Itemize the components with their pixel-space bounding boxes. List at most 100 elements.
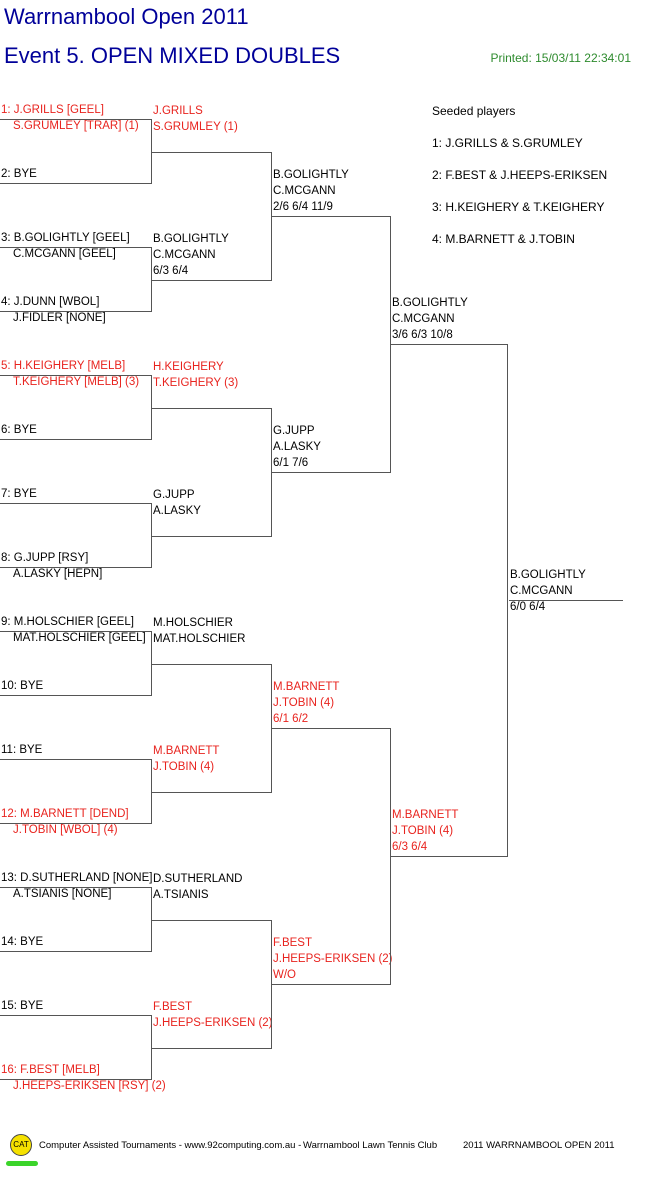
draw-entry-text: 14: BYE bbox=[1, 936, 44, 948]
match-result-text: J.TOBIN (4) bbox=[392, 825, 454, 837]
bracket-line bbox=[0, 951, 152, 952]
match-result-text: B.GOLIGHTLY bbox=[153, 233, 229, 245]
seed-entry: 3: H.KEIGHERY & T.KEIGHERY bbox=[432, 200, 605, 214]
match-result-text: B.GOLIGHTLY bbox=[392, 297, 468, 309]
bracket-connector bbox=[151, 631, 152, 696]
winner-text: 6/0 6/4 bbox=[510, 601, 546, 613]
bracket-line bbox=[0, 695, 152, 696]
bracket-line bbox=[152, 1048, 272, 1049]
bracket-line bbox=[152, 280, 272, 281]
match-result-text: B.GOLIGHTLY bbox=[273, 169, 349, 181]
draw-entry-text: 16: F.BEST [MELB] bbox=[1, 1064, 100, 1076]
draw-entry-text: C.MCGANN [GEEL] bbox=[13, 248, 116, 260]
bracket-line bbox=[0, 1015, 152, 1016]
match-result-text: M.BARNETT bbox=[153, 745, 220, 757]
draw-entry-text: J.TOBIN [WBOL] (4) bbox=[13, 824, 118, 836]
bracket-connector bbox=[151, 375, 152, 440]
match-result-text: M.BARNETT bbox=[392, 809, 459, 821]
draw-entry-text: A.LASKY [HEPN] bbox=[13, 568, 103, 580]
bracket-line bbox=[0, 503, 152, 504]
match-result-text: 6/1 6/2 bbox=[273, 713, 309, 725]
bracket-line bbox=[152, 920, 272, 921]
draw-entry-text: 15: BYE bbox=[1, 1000, 44, 1012]
bracket-connector bbox=[507, 344, 508, 857]
bracket-line bbox=[0, 183, 152, 184]
match-result-text: J.HEEPS-ERIKSEN (2) bbox=[153, 1017, 273, 1029]
draw-entry-text: 2: BYE bbox=[1, 168, 37, 180]
match-result-text: 3/6 6/3 10/8 bbox=[392, 329, 453, 341]
draw-entry-text: A.TSIANIS [NONE] bbox=[13, 888, 112, 900]
footer-credit: Computer Assisted Tournaments - www.92co… bbox=[39, 1140, 302, 1151]
bracket-line bbox=[152, 408, 272, 409]
winner-text: B.GOLIGHTLY bbox=[510, 569, 586, 581]
bracket-connector bbox=[390, 728, 391, 985]
bracket-line bbox=[0, 887, 152, 888]
match-result-text: 6/1 7/6 bbox=[273, 457, 309, 469]
match-result-text: W/O bbox=[273, 969, 296, 981]
match-result-text: 2/6 6/4 11/9 bbox=[273, 201, 333, 213]
bracket-line bbox=[0, 375, 152, 376]
bracket-line bbox=[0, 823, 152, 824]
bracket-line bbox=[0, 1079, 152, 1080]
bracket-line bbox=[152, 536, 272, 537]
bracket-line bbox=[152, 664, 272, 665]
draw-entry-text: 11: BYE bbox=[1, 744, 43, 756]
footer-club: Warrnambool Lawn Tennis Club bbox=[303, 1140, 438, 1151]
seed-entry: 4: M.BARNETT & J.TOBIN bbox=[432, 232, 575, 246]
bracket-line bbox=[391, 856, 508, 857]
bracket-line bbox=[391, 344, 508, 345]
footer-event: 2011 WARRNAMBOOL OPEN 2011 bbox=[463, 1140, 615, 1151]
match-result-text: J.TOBIN (4) bbox=[153, 761, 215, 773]
draw-entry-text: S.GRUMLEY [TRAR] (1) bbox=[13, 120, 139, 132]
cat-logo-icon: CAT bbox=[10, 1134, 32, 1156]
draw-entry-text: T.KEIGHERY [MELB] (3) bbox=[13, 376, 140, 388]
winner-text: C.MCGANN bbox=[510, 585, 573, 597]
match-result-text: D.SUTHERLAND bbox=[153, 873, 243, 885]
tournament-title: Warrnambool Open 2011 bbox=[4, 4, 249, 29]
match-result-text: MAT.HOLSCHIER bbox=[153, 633, 246, 645]
match-result-text: M.HOLSCHIER bbox=[153, 617, 233, 629]
match-result-text: C.MCGANN bbox=[392, 313, 455, 325]
bracket-line bbox=[0, 631, 152, 632]
bracket-connector bbox=[271, 408, 272, 537]
draw-entry-text: 13: D.SUTHERLAND [NONE] bbox=[1, 872, 153, 884]
match-result-text: A.TSIANIS bbox=[153, 889, 209, 901]
bracket-connector bbox=[271, 920, 272, 1049]
logo-underline bbox=[6, 1161, 38, 1166]
bracket-line bbox=[272, 984, 391, 985]
bracket-connector bbox=[151, 247, 152, 312]
match-result-text: C.MCGANN bbox=[273, 185, 336, 197]
match-result-text: F.BEST bbox=[153, 1001, 192, 1013]
bracket-line bbox=[0, 439, 152, 440]
bracket-connector bbox=[151, 503, 152, 568]
match-result-text: G.JUPP bbox=[153, 489, 195, 501]
seed-entry: 2: F.BEST & J.HEEPS-ERIKSEN bbox=[432, 168, 608, 182]
match-result-text: H.KEIGHERY bbox=[153, 361, 224, 373]
match-result-text: 6/3 6/4 bbox=[392, 841, 428, 853]
draw-entry-text: J.HEEPS-ERIKSEN [RSY] (2) bbox=[13, 1080, 166, 1092]
bracket-line bbox=[0, 759, 152, 760]
bracket-connector bbox=[151, 759, 152, 824]
match-result-text: S.GRUMLEY (1) bbox=[153, 121, 238, 133]
match-result-text: J.HEEPS-ERIKSEN (2) bbox=[273, 953, 393, 965]
draw-entry-text: 8: G.JUPP [RSY] bbox=[1, 552, 89, 564]
bracket-line bbox=[0, 311, 152, 312]
draw-entry-text: J.FIDLER [NONE] bbox=[13, 312, 106, 324]
match-result-text: J.GRILLS bbox=[153, 105, 203, 117]
draw-entry-text: 4: J.DUNN [WBOL] bbox=[1, 296, 100, 308]
event-title: Event 5. OPEN MIXED DOUBLES bbox=[4, 43, 341, 68]
draw-entry-text: 5: H.KEIGHERY [MELB] bbox=[1, 360, 126, 372]
seed-entry: 1: J.GRILLS & S.GRUMLEY bbox=[432, 136, 583, 150]
draw-entry-text: 1: J.GRILLS [GEEL] bbox=[1, 104, 104, 116]
match-result-text: A.LASKY bbox=[273, 441, 321, 453]
bracket-connector bbox=[151, 119, 152, 184]
match-result-text: 6/3 6/4 bbox=[153, 265, 189, 277]
match-result-text: G.JUPP bbox=[273, 425, 315, 437]
match-result-text: T.KEIGHERY (3) bbox=[153, 377, 239, 389]
match-result-text: M.BARNETT bbox=[273, 681, 340, 693]
match-result-text: F.BEST bbox=[273, 937, 312, 949]
bracket-connector bbox=[151, 1015, 152, 1080]
bracket-line bbox=[0, 247, 152, 248]
draw-entry-text: MAT.HOLSCHIER [GEEL] bbox=[13, 632, 146, 644]
draw-entry-text: 12: M.BARNETT [DEND] bbox=[1, 808, 129, 820]
